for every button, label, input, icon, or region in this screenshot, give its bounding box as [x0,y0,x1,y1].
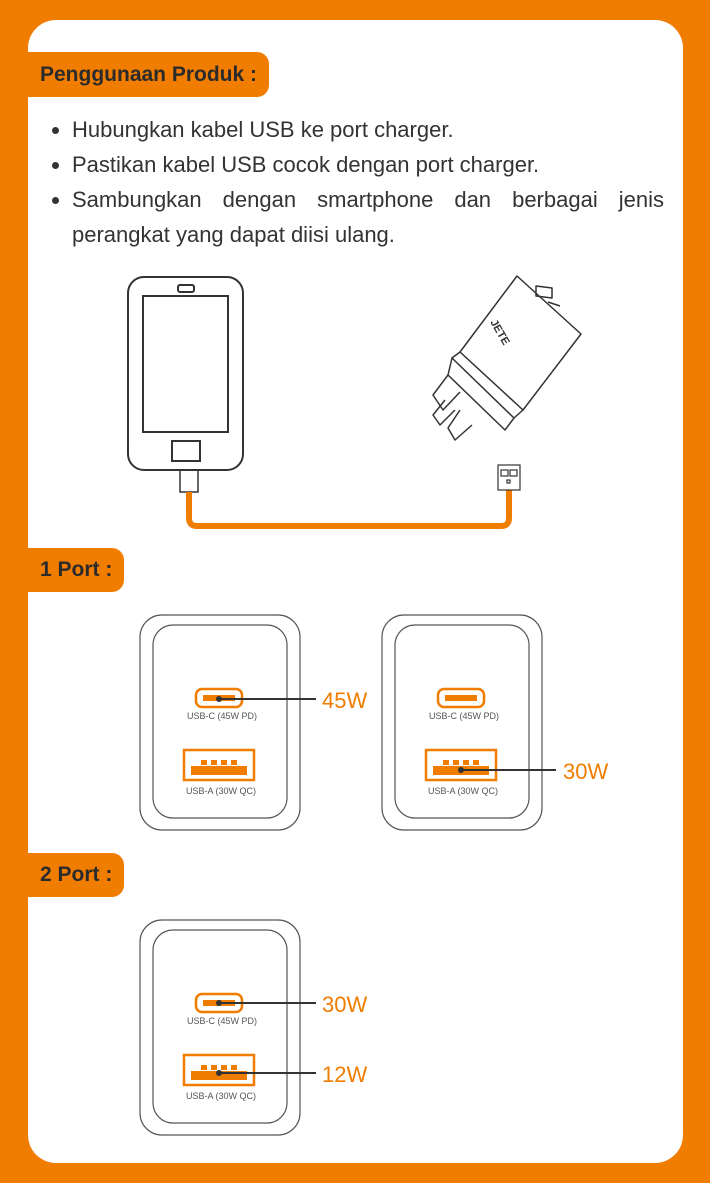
usb-c-label: USB-C (45W PD) [429,711,499,721]
charger-front-usb-c: USB-C (45W PD) USB-A (30W QC) 45W [139,614,367,831]
two-port-label: 2 Port : [28,853,125,897]
charger-front-dual: USB-C (45W PD) USB-A (30W QC) 30W 12W [139,919,367,1136]
output-wattage: 45W [322,688,367,713]
instruction-item: Hubungkan kabel USB ke port charger. [48,112,664,147]
usb-a-label: USB-A (30W QC) [186,786,256,796]
section-title: Penggunaan Produk : [28,52,270,97]
usb-c-label: USB-C (45W PD) [187,1016,257,1026]
usb-c-output-wattage: 30W [322,992,367,1017]
brand-logo: JETE [487,318,511,348]
one-port-label: 1 Port : [28,548,125,592]
usb-c-label: USB-C (45W PD) [187,711,257,721]
usb-plug-illustration [497,464,521,491]
instruction-item: Sambungkan dengan smartphone dan berbaga… [48,182,664,252]
smartphone-illustration [127,276,244,493]
charger-front-usb-a: USB-C (45W PD) USB-A (30W QC) 30W [381,614,608,831]
output-wattage: 30W [563,759,608,784]
instruction-item: Pastikan kabel USB cocok dengan port cha… [48,147,664,182]
usb-a-label: USB-A (30W QC) [428,786,498,796]
usb-cable [186,490,512,529]
usb-a-label: USB-A (30W QC) [186,1091,256,1101]
instruction-card [28,20,683,1163]
instruction-list: Hubungkan kabel USB ke port charger. Pas… [48,112,664,252]
usb-a-output-wattage: 12W [322,1062,367,1087]
charger-illustration [432,275,582,441]
